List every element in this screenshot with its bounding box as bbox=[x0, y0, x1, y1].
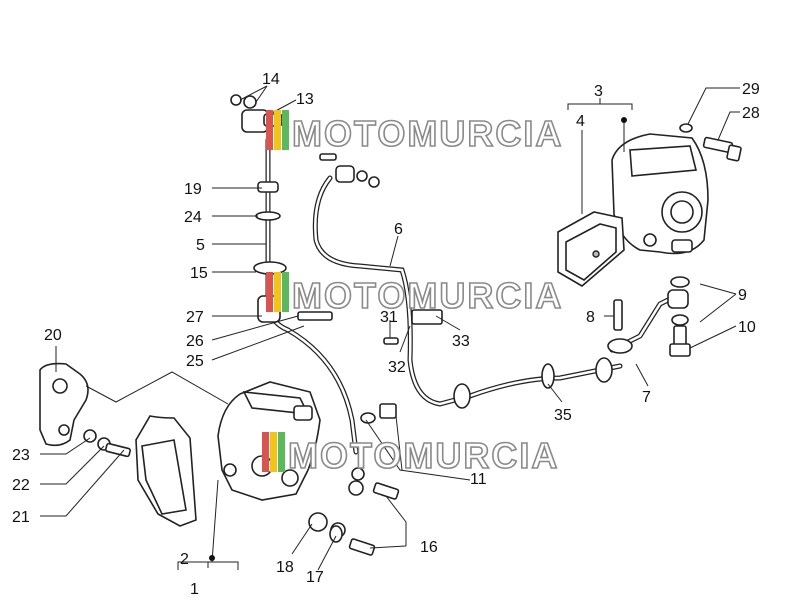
watermark-text: MOTOMURCIA bbox=[292, 113, 563, 154]
callout-20: 20 bbox=[44, 327, 62, 344]
callout-19: 19 bbox=[184, 181, 202, 198]
washer-29 bbox=[679, 123, 693, 133]
callout-29: 29 bbox=[742, 81, 760, 98]
pipe-fitting-8 bbox=[607, 299, 633, 354]
watermark-logo-1: MOTOMURCIA bbox=[266, 110, 563, 155]
callout-26: 26 bbox=[186, 333, 204, 350]
leader-lines bbox=[40, 85, 740, 571]
hose-grommet-35 bbox=[453, 357, 613, 409]
callout-22: 22 bbox=[12, 477, 30, 494]
brake-pads-4 bbox=[557, 211, 625, 287]
callout-25: 25 bbox=[186, 353, 204, 370]
hose-bracket-31 bbox=[383, 309, 443, 345]
callout-13: 13 bbox=[296, 91, 314, 108]
callout-31: 31 bbox=[380, 309, 398, 326]
washer-18 bbox=[308, 512, 328, 532]
caliper-bracket-20 bbox=[39, 362, 89, 447]
callout-8: 8 bbox=[586, 309, 595, 326]
callout-5: 5 bbox=[196, 237, 205, 254]
callout-21: 21 bbox=[12, 509, 30, 526]
bracket-bolt-21 bbox=[83, 429, 131, 458]
callout-9: 9 bbox=[738, 287, 747, 304]
callout-28: 28 bbox=[742, 105, 760, 122]
callout-35: 35 bbox=[554, 407, 572, 424]
caliper-bolts-16 bbox=[330, 467, 400, 556]
watermark-logo-2: MOTOMURCIA bbox=[266, 272, 563, 317]
callout-10: 10 bbox=[738, 319, 756, 336]
hose-clip-24 bbox=[255, 211, 281, 221]
callout-32: 32 bbox=[388, 359, 406, 376]
callout-15: 15 bbox=[190, 265, 208, 282]
bleed-screw-11 bbox=[360, 403, 397, 424]
callout-33: 33 bbox=[452, 333, 470, 350]
brake-pipe-7 bbox=[609, 293, 679, 353]
watermark-text: MOTOMURCIA bbox=[292, 275, 563, 316]
banjo-fitting-upper-6 bbox=[319, 153, 380, 188]
caliper-bolt-28 bbox=[702, 136, 742, 162]
callout-1: 1 bbox=[190, 581, 199, 598]
callout-17: 17 bbox=[306, 569, 324, 586]
callout-labels: 14 13 19 24 5 15 27 26 25 20 23 22 21 2 … bbox=[12, 71, 760, 598]
callout-24: 24 bbox=[184, 209, 202, 226]
callout-3: 3 bbox=[594, 83, 603, 100]
brake-pads-2 bbox=[135, 415, 197, 527]
callout-6: 6 bbox=[394, 221, 403, 238]
brake-hose-6 bbox=[312, 175, 623, 407]
watermark-logo-3: MOTOMURCIA bbox=[262, 432, 559, 477]
callout-18: 18 bbox=[276, 559, 294, 576]
callout-2: 2 bbox=[180, 551, 189, 568]
banjo-bolt-10 bbox=[669, 325, 691, 357]
hose-clip-19 bbox=[257, 181, 279, 193]
callout-27: 27 bbox=[186, 309, 204, 326]
washer-17 bbox=[329, 525, 343, 543]
watermark-text: MOTOMURCIA bbox=[288, 435, 559, 476]
callout-23: 23 bbox=[12, 447, 30, 464]
banjo-fitting-9 bbox=[667, 276, 690, 326]
callout-4: 4 bbox=[576, 113, 585, 130]
callout-16: 16 bbox=[420, 539, 438, 556]
callout-7: 7 bbox=[642, 389, 651, 406]
callout-11: 11 bbox=[470, 471, 487, 488]
callout-14: 14 bbox=[262, 71, 280, 88]
rear-brake-caliper-3 bbox=[611, 133, 709, 255]
